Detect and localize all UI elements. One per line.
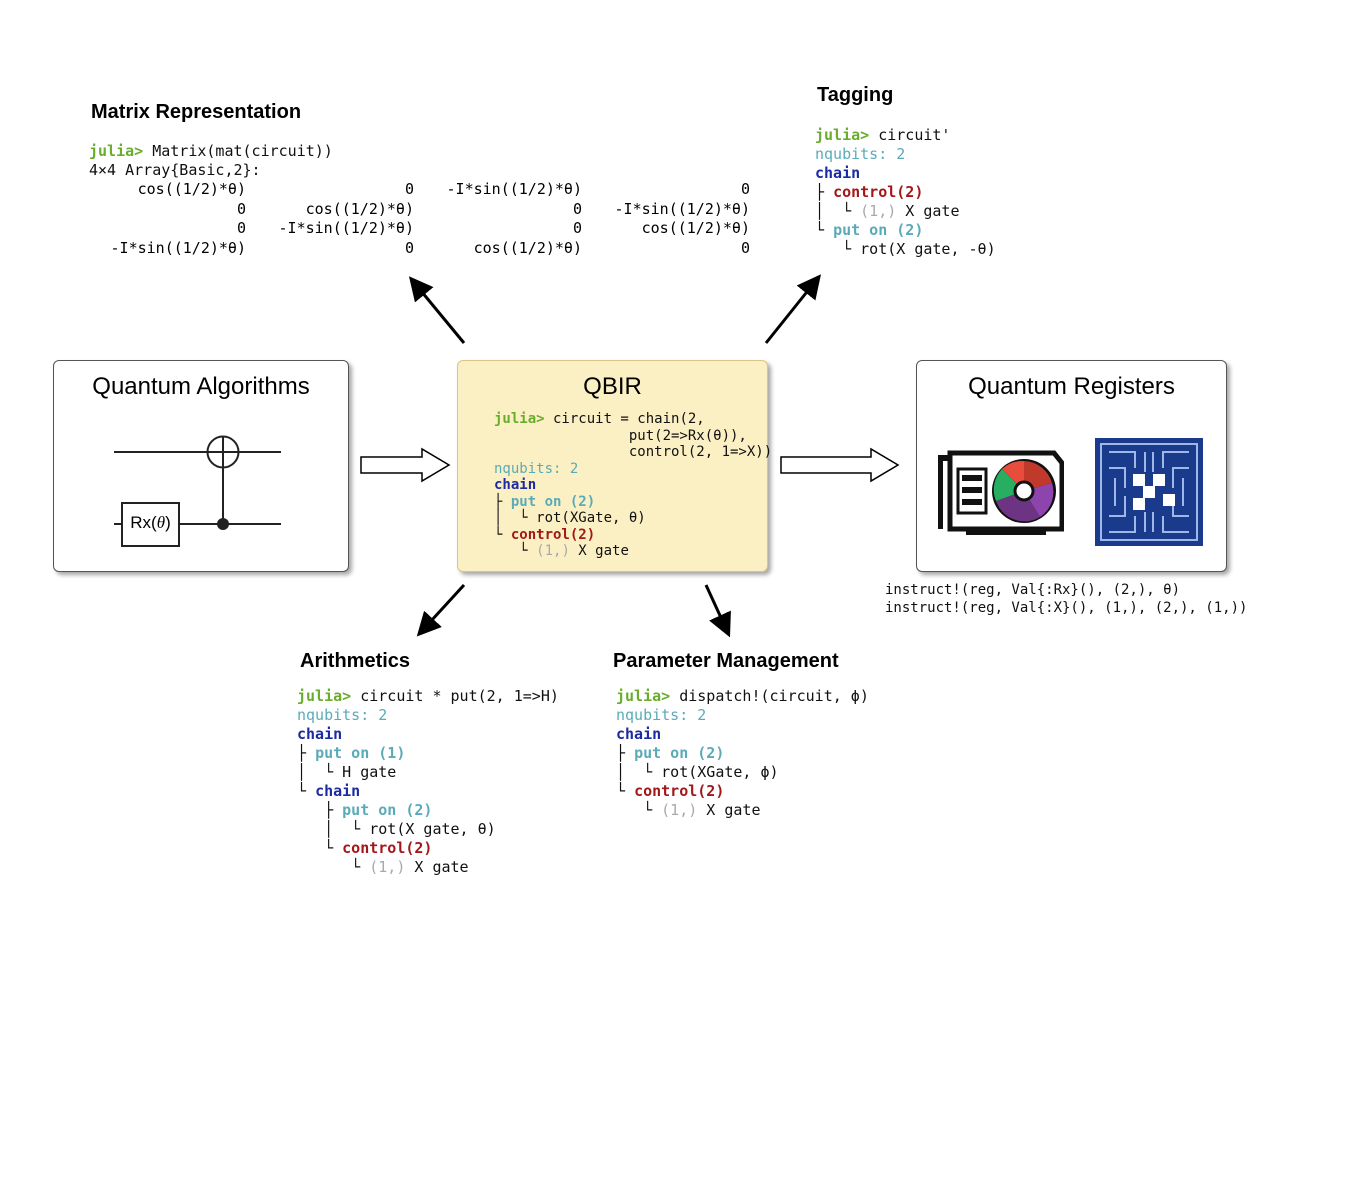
matrix-cell: cos((1/2)*θ) (641, 219, 750, 237)
quantum-chip-icon (1095, 438, 1203, 546)
matrix-cell: cos((1/2)*θ) (305, 199, 414, 218)
control-dot-icon (217, 518, 229, 530)
matrix-cell: -I*sin((1/2)*θ) (614, 199, 750, 218)
arrow-to-tagging (764, 274, 821, 344)
matrix-command: julia> Matrix(mat(circuit)) (89, 142, 333, 160)
rx-gate-box (121, 502, 180, 547)
matrix-cell: 0 (572, 199, 582, 218)
matrix-cell: 0 (740, 238, 750, 257)
matrix-cell: cos((1/2)*θ) (137, 180, 246, 198)
matrix-cell: 0 (236, 199, 246, 218)
arrow-to-parameter (704, 584, 731, 638)
parameter-heading: Parameter Management (613, 650, 839, 672)
matrix-cell: -I*sin((1/2)*θ) (446, 180, 582, 198)
matrix-type-line: 4×4 Array{Basic,2}: (89, 161, 261, 179)
qbir-title: QBIR (583, 373, 642, 400)
arrow-to-matrix (408, 276, 466, 344)
matrix-cell: cos((1/2)*θ) (473, 238, 582, 257)
tagging-heading: Tagging (817, 84, 894, 106)
quantum-algorithms-title: Quantum Algorithms (92, 373, 310, 400)
matrix-cell: 0 (404, 180, 414, 198)
matrix-cell: -I*sin((1/2)*θ) (278, 219, 414, 237)
arithmetics-heading: Arithmetics (300, 650, 411, 672)
julia-prompt: julia> (89, 142, 144, 160)
block-arrow-algorithms-to-qbir (360, 447, 451, 483)
quantum-registers-title: Quantum Registers (968, 373, 1175, 400)
qbir-box: QBIR julia> circuit = chain(2, put(2=>Rx… (457, 360, 772, 572)
qbir-code: julia> circuit = chain(2, put(2=>Rx(θ)),… (494, 411, 773, 559)
rx-gate-label: Rx(θ) (130, 513, 171, 532)
matrix-cell: 0 (404, 238, 414, 257)
matrix-heading: Matrix Representation (91, 101, 302, 123)
instruct-code: instruct!(reg, Val{:Rx}(), (2,), θ)instr… (885, 582, 1248, 616)
matrix-cell: 0 (236, 219, 246, 237)
circuit-diagram (114, 435, 281, 547)
quantum-registers-box: Quantum Registers (916, 360, 1227, 572)
gpu-card-icon (938, 450, 1064, 535)
target-oplus-icon (206, 435, 240, 469)
matrix-cell: 0 (572, 219, 582, 237)
quantum-algorithms-box: Quantum Algorithms Rx(θ) (53, 360, 349, 572)
block-arrow-qbir-to-registers (780, 447, 900, 483)
matrix-cell: -I*sin((1/2)*θ) (110, 238, 246, 257)
arrow-to-arithmetics (416, 583, 466, 637)
matrix-cell: 0 (740, 180, 750, 198)
